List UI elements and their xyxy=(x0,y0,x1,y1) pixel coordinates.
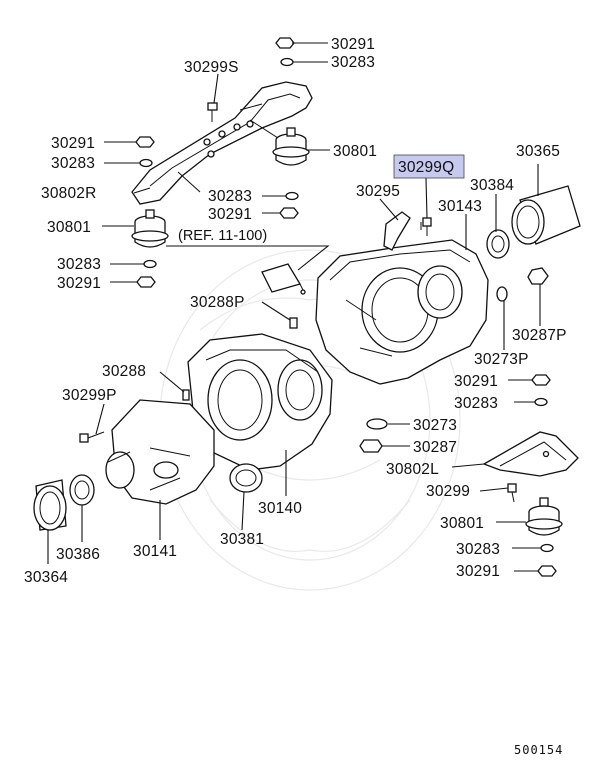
extension-housing-30141 xyxy=(105,399,215,505)
part-label: 30283 xyxy=(57,256,101,273)
part-label-highlighted: 30299Q xyxy=(398,159,454,176)
part-label: 30143 xyxy=(438,198,482,215)
part-label: 30381 xyxy=(220,531,264,548)
ref-leader xyxy=(166,245,330,271)
part-label: 30291 xyxy=(51,135,95,152)
oil-seal-30386 xyxy=(69,474,95,506)
part-label: 30801 xyxy=(47,219,91,236)
part-label: 30283 xyxy=(208,188,252,205)
bolt-30299q xyxy=(420,217,432,236)
plug-30287p xyxy=(527,267,549,285)
rubber-mount-left xyxy=(131,209,169,248)
part-label: 30801 xyxy=(440,515,484,532)
gasket-30273 xyxy=(366,418,388,430)
transfer-case-housing-30140 xyxy=(187,333,333,471)
oil-seal-30384 xyxy=(486,229,510,259)
part-labels: 30291 30283 30299S 30291 30283 30802R 30… xyxy=(24,36,567,757)
part-label: 30295 xyxy=(356,183,400,200)
oil-seal-30381 xyxy=(229,463,263,493)
part-label: 30386 xyxy=(56,546,100,563)
part-label: 30299P xyxy=(62,387,117,404)
part-label: 30140 xyxy=(258,500,302,517)
part-label: 30288P xyxy=(190,294,245,311)
part-label: 30273 xyxy=(413,417,457,434)
part-label: 30802R xyxy=(41,185,97,202)
part-label: 30287P xyxy=(512,327,567,344)
dowel-pin-30288p xyxy=(289,317,298,329)
part-label: 30283 xyxy=(454,395,498,412)
rubber-mount-right xyxy=(525,497,563,536)
crossmember-bracket-right xyxy=(131,81,313,205)
part-label: 30299 xyxy=(426,483,470,500)
part-label: 30384 xyxy=(470,177,514,194)
part-label: 30141 xyxy=(133,543,177,560)
gasket-30273p xyxy=(496,286,508,302)
crossmember-bracket-left xyxy=(482,431,579,477)
transfer-case-housing-30143 xyxy=(315,239,489,385)
part-label: 30291 xyxy=(454,373,498,390)
bolt-30299p xyxy=(79,431,105,443)
part-label: 30291 xyxy=(57,275,101,292)
part-label: 30801 xyxy=(333,143,377,160)
part-label: 30802L xyxy=(386,461,439,478)
part-label: 30291 xyxy=(331,36,375,53)
part-label: 30291 xyxy=(456,563,500,580)
part-label: 30364 xyxy=(24,569,68,586)
part-label: 30283 xyxy=(51,155,95,172)
part-label: 30365 xyxy=(516,143,560,160)
bolt-30299 xyxy=(507,483,517,503)
part-label: 30291 xyxy=(208,206,252,223)
part-label: 30299S xyxy=(184,59,239,76)
leader-lines xyxy=(47,42,541,572)
diagram-code: 500154 xyxy=(514,743,563,757)
part-label: 30283 xyxy=(331,54,375,71)
nut-washer-group-right xyxy=(531,374,557,577)
bolt-30299s xyxy=(207,102,218,122)
bracket-30295 xyxy=(383,211,411,251)
plug-30287 xyxy=(359,439,383,453)
rubber-mount-upper xyxy=(272,127,310,166)
part-label: 30273P xyxy=(474,351,529,368)
dowel-pin-30288 xyxy=(182,389,190,401)
part-label: 30283 xyxy=(456,541,500,558)
dust-cover-30365 xyxy=(511,185,581,245)
dust-cover-30364 xyxy=(33,479,67,531)
highlight-box xyxy=(393,154,465,179)
part-label: 30287 xyxy=(413,439,457,456)
reference-note: (REF. 11-100) xyxy=(178,228,267,244)
part-label: 30288 xyxy=(102,363,146,380)
sealant-tube xyxy=(261,263,306,295)
